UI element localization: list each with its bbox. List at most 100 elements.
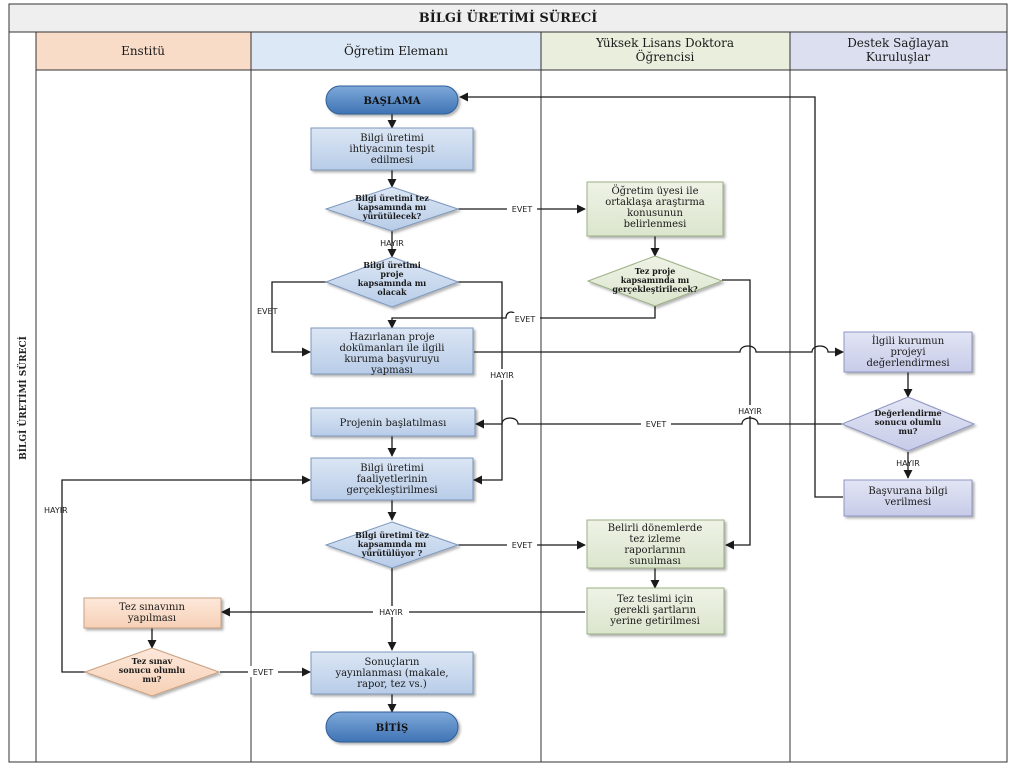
- lane-header-support: [789, 31, 1008, 71]
- edge-deval-projstart: [475, 417, 842, 429]
- text-line: değerlendirmesi: [866, 358, 949, 369]
- text-line: kapsamında mı: [358, 278, 426, 288]
- decision-evaluation: [840, 396, 976, 452]
- text-line: sonucu olumlu: [875, 417, 942, 427]
- text-line: kuruma başvuruyu: [344, 354, 440, 365]
- text-line: Bilgi üretimi: [360, 133, 424, 144]
- text-line: yürütülüyor ?: [361, 548, 423, 558]
- edge-dproject-activities: [455, 281, 503, 485]
- text-line: Tez teslimi için: [617, 594, 694, 605]
- text-line: Projenin başlatılması: [340, 418, 447, 429]
- process-inform-box: [843, 479, 973, 517]
- decision-ongoing: [324, 521, 460, 569]
- text-line: Başvurana bilgi: [868, 486, 947, 497]
- text-line: mu?: [143, 674, 162, 684]
- text-line: Bilgi üretimi tez: [355, 193, 429, 203]
- text-line: Bilgi üretimi tez: [355, 530, 429, 540]
- side-label-column: [8, 31, 37, 763]
- text-line: Tez sınavının: [119, 602, 185, 613]
- process-requirements-box: [586, 587, 725, 635]
- text-line: kapsamında mı: [358, 539, 426, 549]
- svg-text:Öğretim Elemanı: Öğretim Elemanı: [344, 42, 448, 58]
- text-line: Bilgi üretimi: [363, 260, 421, 270]
- text-line: Tez sınav: [132, 656, 173, 666]
- text-line: yayınlanması (makale,: [334, 668, 448, 679]
- text-line: Destek Sağlayan: [847, 36, 949, 50]
- label-yes: EVET: [512, 205, 533, 214]
- text-line: tez izleme: [629, 534, 680, 545]
- process-topic-box: [586, 181, 724, 237]
- process-reports-box: [586, 519, 725, 569]
- edge-dproject-prepare: [271, 281, 330, 357]
- text-line: konusunun: [627, 208, 683, 219]
- edge-prepare-evaluate: [474, 345, 844, 357]
- text-line: Yüksek Lisans Doktora: [595, 36, 734, 50]
- svg-text:BİTİŞ: BİTİŞ: [376, 721, 408, 734]
- start-label: BAŞLAMA: [363, 96, 420, 107]
- start-terminal: [325, 85, 459, 115]
- text-line: yürütülecek?: [362, 211, 422, 221]
- text-line: BAŞLAMA: [363, 96, 420, 107]
- lane-header-student: [540, 31, 791, 71]
- process-activities-box: [310, 457, 474, 501]
- process-prepare-box: [310, 327, 474, 375]
- decision-exam: [83, 647, 221, 697]
- edge-inform-start: [459, 92, 843, 498]
- text-line: kapsamında mı: [621, 275, 689, 285]
- end-terminal: [325, 711, 459, 743]
- text-line: proje: [380, 269, 403, 279]
- label-no: HAYIR: [738, 407, 762, 416]
- text-line: sonucu olumlu: [119, 665, 186, 675]
- text-line: faaliyetlerinin: [357, 474, 428, 485]
- text-line: edilmesi: [371, 155, 413, 166]
- process-project-start-label: Projenin başlatılması: [340, 418, 447, 429]
- text-line: yapması: [370, 365, 413, 376]
- title-bar: [8, 3, 1008, 33]
- label-yes: EVET: [257, 307, 278, 316]
- edge-labels: EVET HAYIR EVET EVET HAYIR HAYIR EVET HA…: [44, 203, 920, 677]
- label-yes: EVET: [515, 315, 536, 324]
- text-line: verilmesi: [884, 497, 931, 508]
- text-line: belirlenmesi: [624, 219, 687, 230]
- text-line: kapsamında mı: [358, 202, 426, 212]
- process-project-start-box: [310, 407, 476, 437]
- label-no: HAYIR: [380, 239, 404, 248]
- text-line: ihtiyacının tespit: [349, 144, 434, 155]
- label-no: HAYIR: [44, 506, 68, 515]
- text-line: rapor, tez vs.): [357, 679, 427, 690]
- text-line: Sonuçların: [365, 657, 420, 668]
- text-line: yerine getirilmesi: [609, 616, 700, 627]
- text-line: Öğrencisi: [636, 48, 695, 64]
- label-no: HAYIR: [896, 459, 920, 468]
- lane-title-institute: Enstitü: [121, 44, 165, 58]
- label-no: HAYIR: [379, 608, 403, 617]
- process-publish-box: [310, 651, 474, 695]
